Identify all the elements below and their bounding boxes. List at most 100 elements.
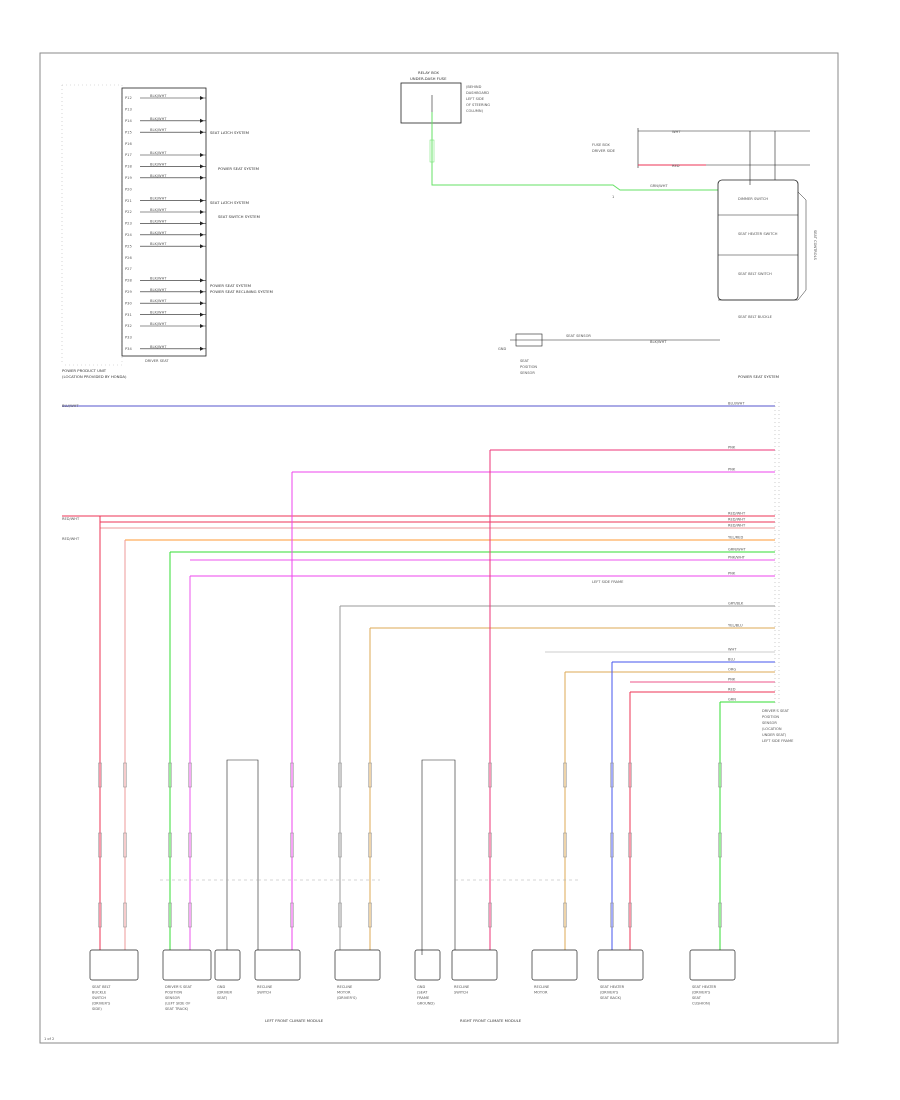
ecu-pin-label: P15 <box>125 130 132 134</box>
ecu-pin-wire-label: BLK/WHT <box>150 117 167 121</box>
bus-wire-label: WHT <box>728 648 737 652</box>
component-caption-line: (DRIVER'S <box>600 991 619 995</box>
bus-caption-4: (LOCATION <box>762 727 782 731</box>
bus-caption-3: SENSOR <box>762 721 777 725</box>
ecu-pin-wire-label: BLK/WHT <box>150 174 167 178</box>
ecu-pin-label: P32 <box>125 324 132 328</box>
component-caption-line: SENSOR <box>165 996 180 1000</box>
footer-code: 1 of 2 <box>44 1037 54 1041</box>
drop-connector <box>610 832 614 858</box>
ecu-pin-label: P19 <box>125 176 132 180</box>
ecu-pin-wire-label: BLK/WHT <box>150 242 167 246</box>
ecu-pin-label: P16 <box>125 142 132 146</box>
drop-connector <box>290 902 294 928</box>
sensor-below-2: POSITION <box>520 365 537 369</box>
ecu-pin-label: P12 <box>125 96 132 100</box>
ecu-pin-arrow <box>200 175 204 180</box>
component-box <box>531 949 578 981</box>
bus-wire-label: PNK/WHT <box>728 556 746 560</box>
ecu-pin-arrow <box>200 210 204 214</box>
ecu-pin-wire-label: BLK/WHT <box>150 162 167 166</box>
drop-connector <box>338 902 342 928</box>
drop-connector <box>188 902 192 928</box>
ecu-pin-wire-label: BLK/WHT <box>150 231 167 235</box>
ecu-group-label-6: POWER SEAT RECLINING SYSTEM <box>210 289 273 294</box>
top-right-comp-3: SEAT BELT SWITCH <box>738 272 772 276</box>
top-right-caption: POWER SEAT SYSTEM <box>738 374 779 379</box>
bus-wire-label: RED/WHT <box>728 518 746 522</box>
drop-connector <box>368 762 372 788</box>
bus-wire-label: RED/WHT <box>728 512 746 516</box>
ecu-pin-label: P25 <box>125 244 132 248</box>
component-caption-line: (DRIVER <box>217 991 232 995</box>
ecu-caption-2: (LOCATION PROVIDED BY HONDA) <box>62 374 127 379</box>
ecu-pin-arrow <box>200 153 204 157</box>
ecu-pin-arrow <box>200 278 204 283</box>
bus-wire-label: BLU <box>728 658 735 662</box>
bus-side-label-3: RED/WHT <box>62 537 80 541</box>
drop-connector <box>168 762 172 788</box>
ecu-group-label-3: SEAT LATCH SYSTEM <box>210 200 249 205</box>
bus-wire-label: PNK <box>728 678 736 682</box>
sensor-name: SEAT SENSOR <box>566 334 591 338</box>
drop-connector <box>123 902 127 928</box>
component-caption-line: (LEFT SIDE OF <box>165 1002 190 1006</box>
bracket-right <box>421 759 456 955</box>
component-caption-line: SEAT) <box>217 996 228 1000</box>
ecu-pin-wire-label: BLK/WHT <box>150 299 167 303</box>
ecu-group-label-5: POWER SEAT SYSTEM <box>210 283 251 288</box>
relay-note-1: (BEHIND <box>466 85 482 89</box>
ecu-pin-label: P22 <box>125 210 132 214</box>
component-caption-line: RECLINE <box>454 985 470 989</box>
ecu-group-label-1: SEAT LATCH SYSTEM <box>210 130 249 135</box>
drop-connector <box>188 832 192 858</box>
top-left-ecu: P12BLK/WHTP13P14BLK/WHTP15BLK/WHTP16P17B… <box>61 84 273 379</box>
ecu-pin-arrow <box>200 301 204 306</box>
drop-connector <box>123 832 127 858</box>
ecu-bottom-row: DRIVER SEAT <box>145 359 169 363</box>
ecu-pin-arrow <box>200 221 204 226</box>
drop-connector <box>718 762 722 788</box>
component-caption-line: MOTOR <box>534 991 548 995</box>
component-caption-line: SEAT BACK) <box>600 996 622 1000</box>
component-caption-line: BUCKLE <box>92 991 107 995</box>
bus-caption-5: UNDER SEAT) <box>762 733 787 737</box>
component-caption-line: GROUND) <box>417 1002 435 1006</box>
drop-connector <box>718 902 722 928</box>
ecu-pin-label: P21 <box>125 199 132 203</box>
ecu-pin-label: P26 <box>125 256 132 260</box>
drop-connector <box>628 832 632 858</box>
component-caption-line: SWITCH <box>257 991 271 995</box>
bus-wire-label: GRN <box>728 698 736 702</box>
top-right-comp-2: SEAT HEATER SWITCH <box>738 232 778 236</box>
component-caption-line: SWITCH <box>454 991 468 995</box>
drop-connector <box>290 832 294 858</box>
component-caption-line: POSITION <box>165 991 182 995</box>
bus-wire-label: PNK <box>728 468 736 472</box>
bus-wire-label: YEL/BLU <box>728 624 743 628</box>
wire-bus: BLU/WHTPNKPNKRED/WHTRED/WHTRED/WHTYEL/RE… <box>62 402 780 706</box>
drop-connector <box>188 762 192 788</box>
ecu-pin-label: P24 <box>125 233 132 237</box>
component-box <box>597 949 644 981</box>
top-right-wire-1: WHT <box>672 130 681 134</box>
bus-side-label-2: RED/WHT <box>62 517 80 521</box>
ecu-pin-arrow <box>200 118 204 123</box>
drop-connector <box>628 902 632 928</box>
drop-connector <box>718 832 722 858</box>
bus-wire-label: BLU/WHT <box>728 402 745 406</box>
ecu-pin-arrow <box>200 346 204 351</box>
bracket-left <box>226 759 259 950</box>
component-caption-line: RECLINE <box>257 985 273 989</box>
relay-box-title-2: UNDER-DASH FUSE <box>410 76 447 81</box>
relay-box-title-1: RELAY BOX <box>418 70 439 75</box>
component-box <box>451 949 498 981</box>
ecu-pin-label: P18 <box>125 165 132 169</box>
drop-connector <box>488 832 492 858</box>
ecu-pin-wire-label: BLK/WHT <box>150 288 167 292</box>
drop-connector <box>563 832 567 858</box>
ecu-pin-arrow <box>200 198 204 203</box>
component-caption-line: SEAT <box>692 996 702 1000</box>
ecu-pin-wire-label: BLK/WHT <box>150 276 167 280</box>
bus-wire-label: PNK <box>728 446 736 450</box>
